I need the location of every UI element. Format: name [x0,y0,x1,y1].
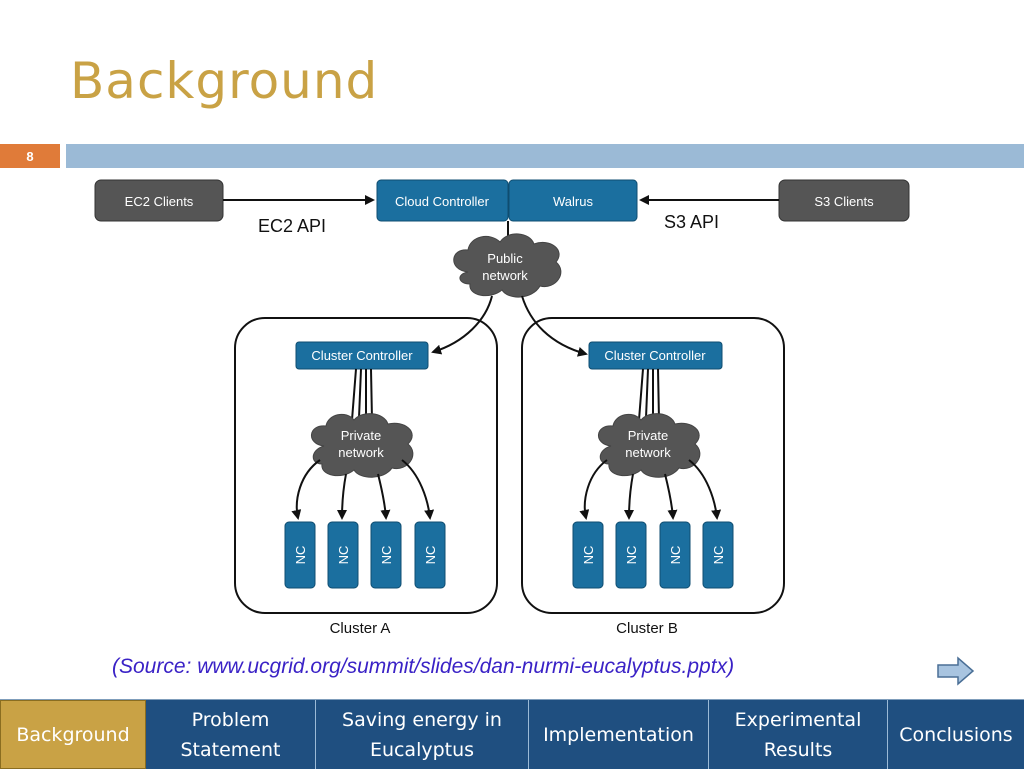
cluster-b-private-network-line1: Private [628,428,668,443]
cluster-a-private-network-cloud [311,413,414,478]
ec2-api-label: EC2 API [258,216,326,236]
svg-text:NC: NC [581,546,596,565]
cluster-b-name: Cluster B [616,620,678,637]
cluster-b-private-network-line2: network [625,445,671,460]
public-network-label-line2: network [482,268,528,283]
walrus-label: Walrus [553,194,593,209]
network-to-cluster-a-arrow [431,295,493,355]
public-network-cloud: Public network [453,233,562,298]
network-to-cluster-b-arrow [521,295,588,357]
svg-text:NC: NC [336,546,351,565]
section-nav-bar: Background Problem Statement Saving ener… [0,699,1024,769]
next-slide-arrow-icon[interactable] [936,656,976,686]
cluster-a: Cluster Controller Private network NC NC… [234,317,498,637]
svg-text:NC: NC [293,546,308,565]
svg-text:NC: NC [624,546,639,565]
cluster-a-name: Cluster A [330,620,391,637]
s3-clients-box: S3 Clients [778,179,910,222]
svg-text:NC: NC [711,546,726,565]
cluster-a-node-2: NC [327,521,359,589]
public-network-label-line1: Public [487,251,523,266]
nav-tab-implementation[interactable]: Implementation [529,700,709,769]
cluster-a-node-3: NC [370,521,402,589]
nav-tab-problem-statement[interactable]: Problem Statement [146,700,316,769]
architecture-diagram: EC2 Clients Cloud Controller Walrus S3 C… [94,179,910,637]
svg-text:NC: NC [379,546,394,565]
cluster-b-node-1: NC [572,521,604,589]
s3-api-label: S3 API [664,212,719,232]
ec2-clients-box: EC2 Clients [94,179,224,222]
cluster-b-node-2: NC [615,521,647,589]
cluster-b-node-3: NC [659,521,691,589]
cluster-a-private-network-line1: Private [341,428,381,443]
cloud-controller-box: Cloud Controller [376,179,509,222]
svg-text:NC: NC [668,546,683,565]
cluster-a-node-4: NC [414,521,446,589]
walrus-box: Walrus [508,179,638,222]
cluster-b-controller-label: Cluster Controller [604,348,706,363]
cluster-b: Cluster Controller Private network NC NC… [521,317,785,637]
slide-title: Background [70,52,379,110]
source-citation: (Source: www.ucgrid.org/summit/slides/da… [112,655,735,678]
s3-clients-label: S3 Clients [814,194,874,209]
page-number: 8 [0,144,60,168]
nav-tab-conclusions[interactable]: Conclusions [888,700,1024,769]
nav-tab-saving-energy[interactable]: Saving energy in Eucalyptus [316,700,529,769]
cluster-b-node-4: NC [702,521,734,589]
ec2-clients-label: EC2 Clients [125,194,194,209]
cloud-controller-label: Cloud Controller [395,194,490,209]
nav-tab-background[interactable]: Background [0,700,146,769]
cluster-a-controller-label: Cluster Controller [311,348,413,363]
header-bar [66,144,1024,168]
cluster-b-private-network-cloud [598,413,701,478]
svg-text:NC: NC [423,546,438,565]
cluster-a-private-network-line2: network [338,445,384,460]
cluster-a-node-1: NC [284,521,316,589]
nav-tab-experimental-results[interactable]: Experimental Results [709,700,888,769]
